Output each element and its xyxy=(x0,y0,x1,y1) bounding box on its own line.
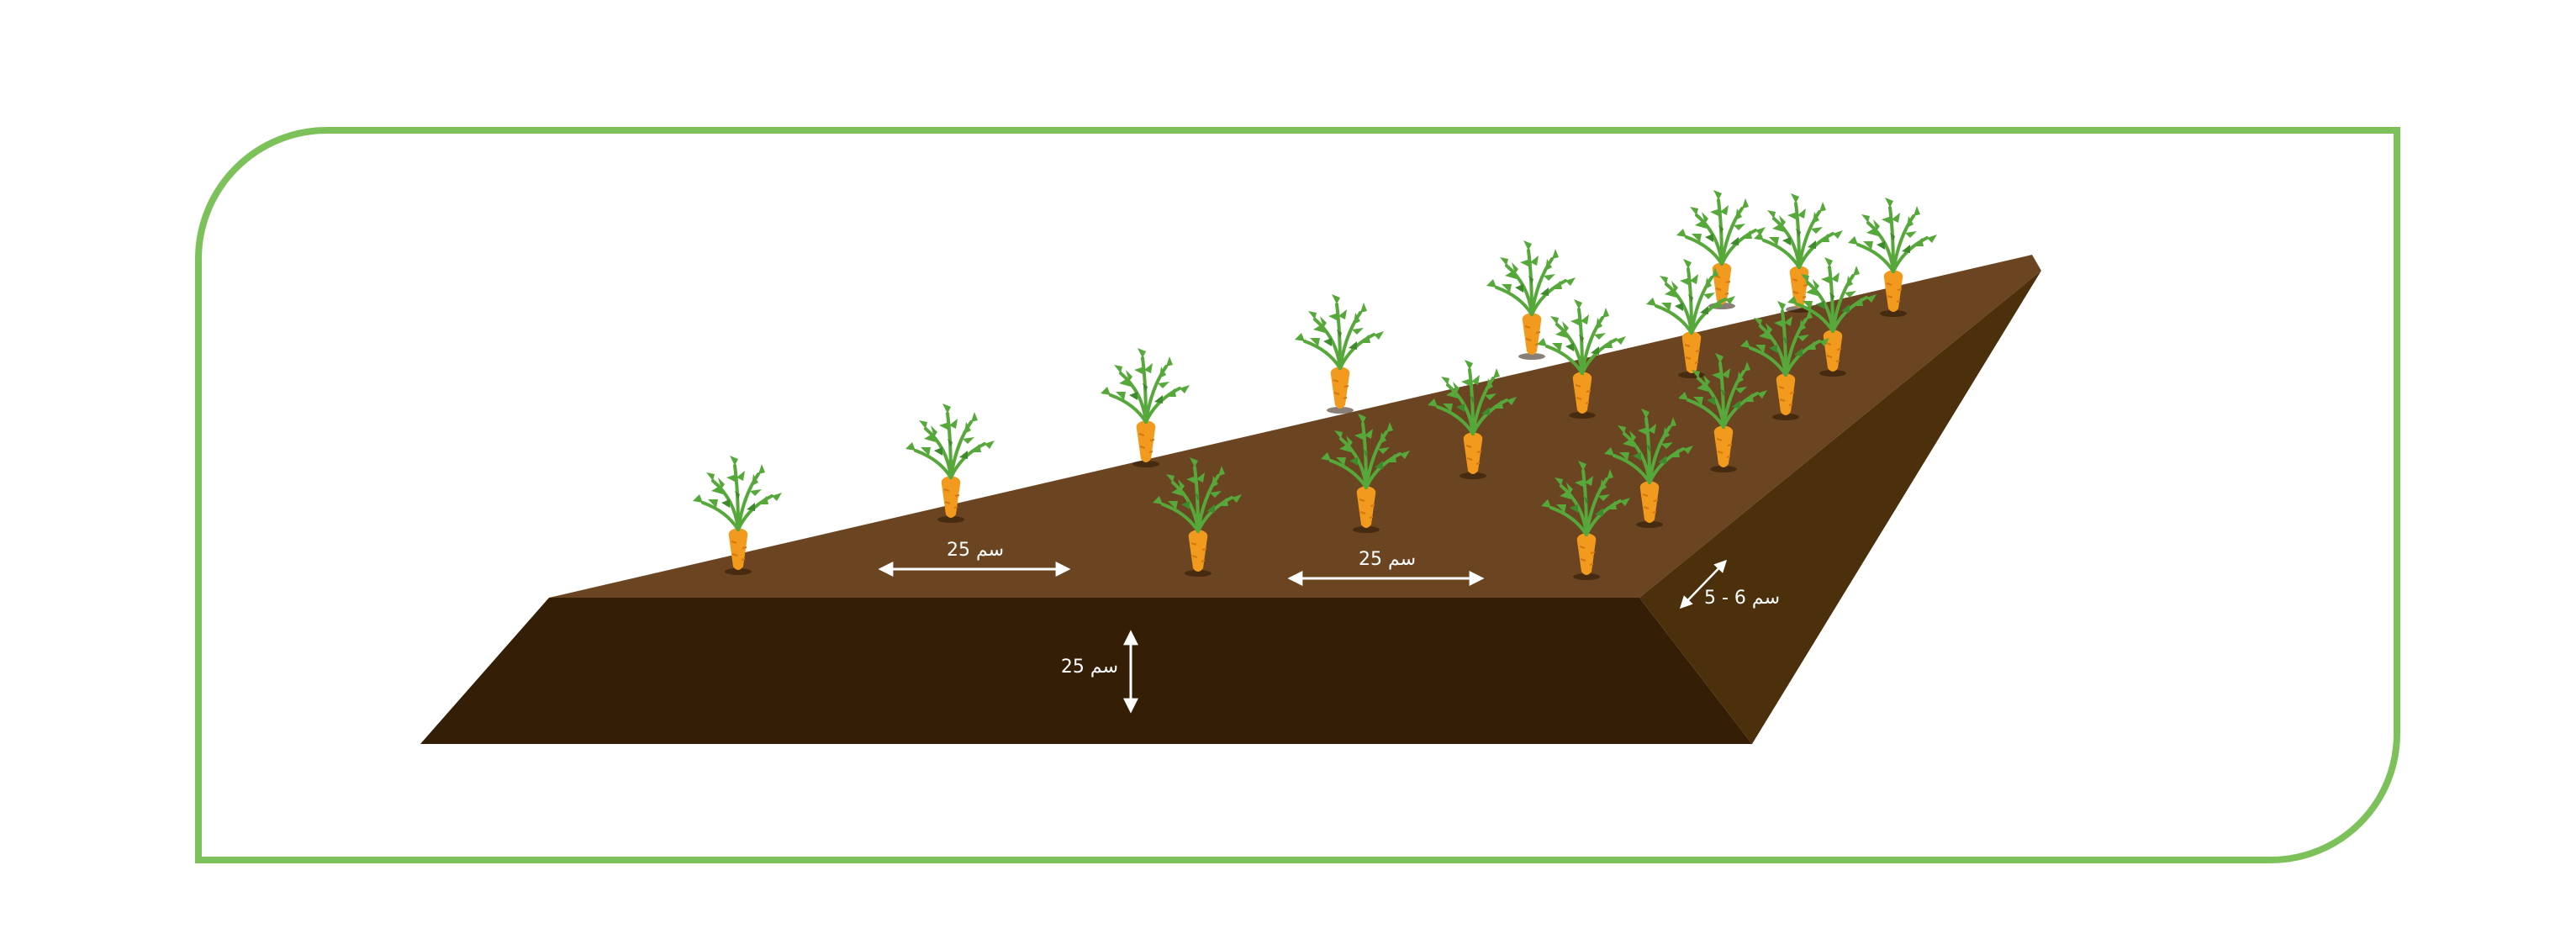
bed-top-surface xyxy=(549,255,2041,598)
carrot-plant-icon xyxy=(1752,192,1845,314)
green-rounded-frame xyxy=(195,127,2400,863)
bed-front-face xyxy=(420,598,1752,744)
bed-side-face xyxy=(1639,271,2041,744)
carrot-plant-icon xyxy=(1485,239,1577,361)
height-label: 25 سم xyxy=(1061,657,1118,678)
row-gap-label: 5 - 6 سم xyxy=(1704,588,1780,609)
carrot-plant-icon xyxy=(1099,346,1191,469)
spacing-label-middle: 25 سم xyxy=(1359,549,1416,570)
row-gap-arrow xyxy=(1679,559,1728,609)
spacing-label-left: 25 سم xyxy=(947,540,1004,561)
carrot-plant-icon xyxy=(1293,293,1386,415)
